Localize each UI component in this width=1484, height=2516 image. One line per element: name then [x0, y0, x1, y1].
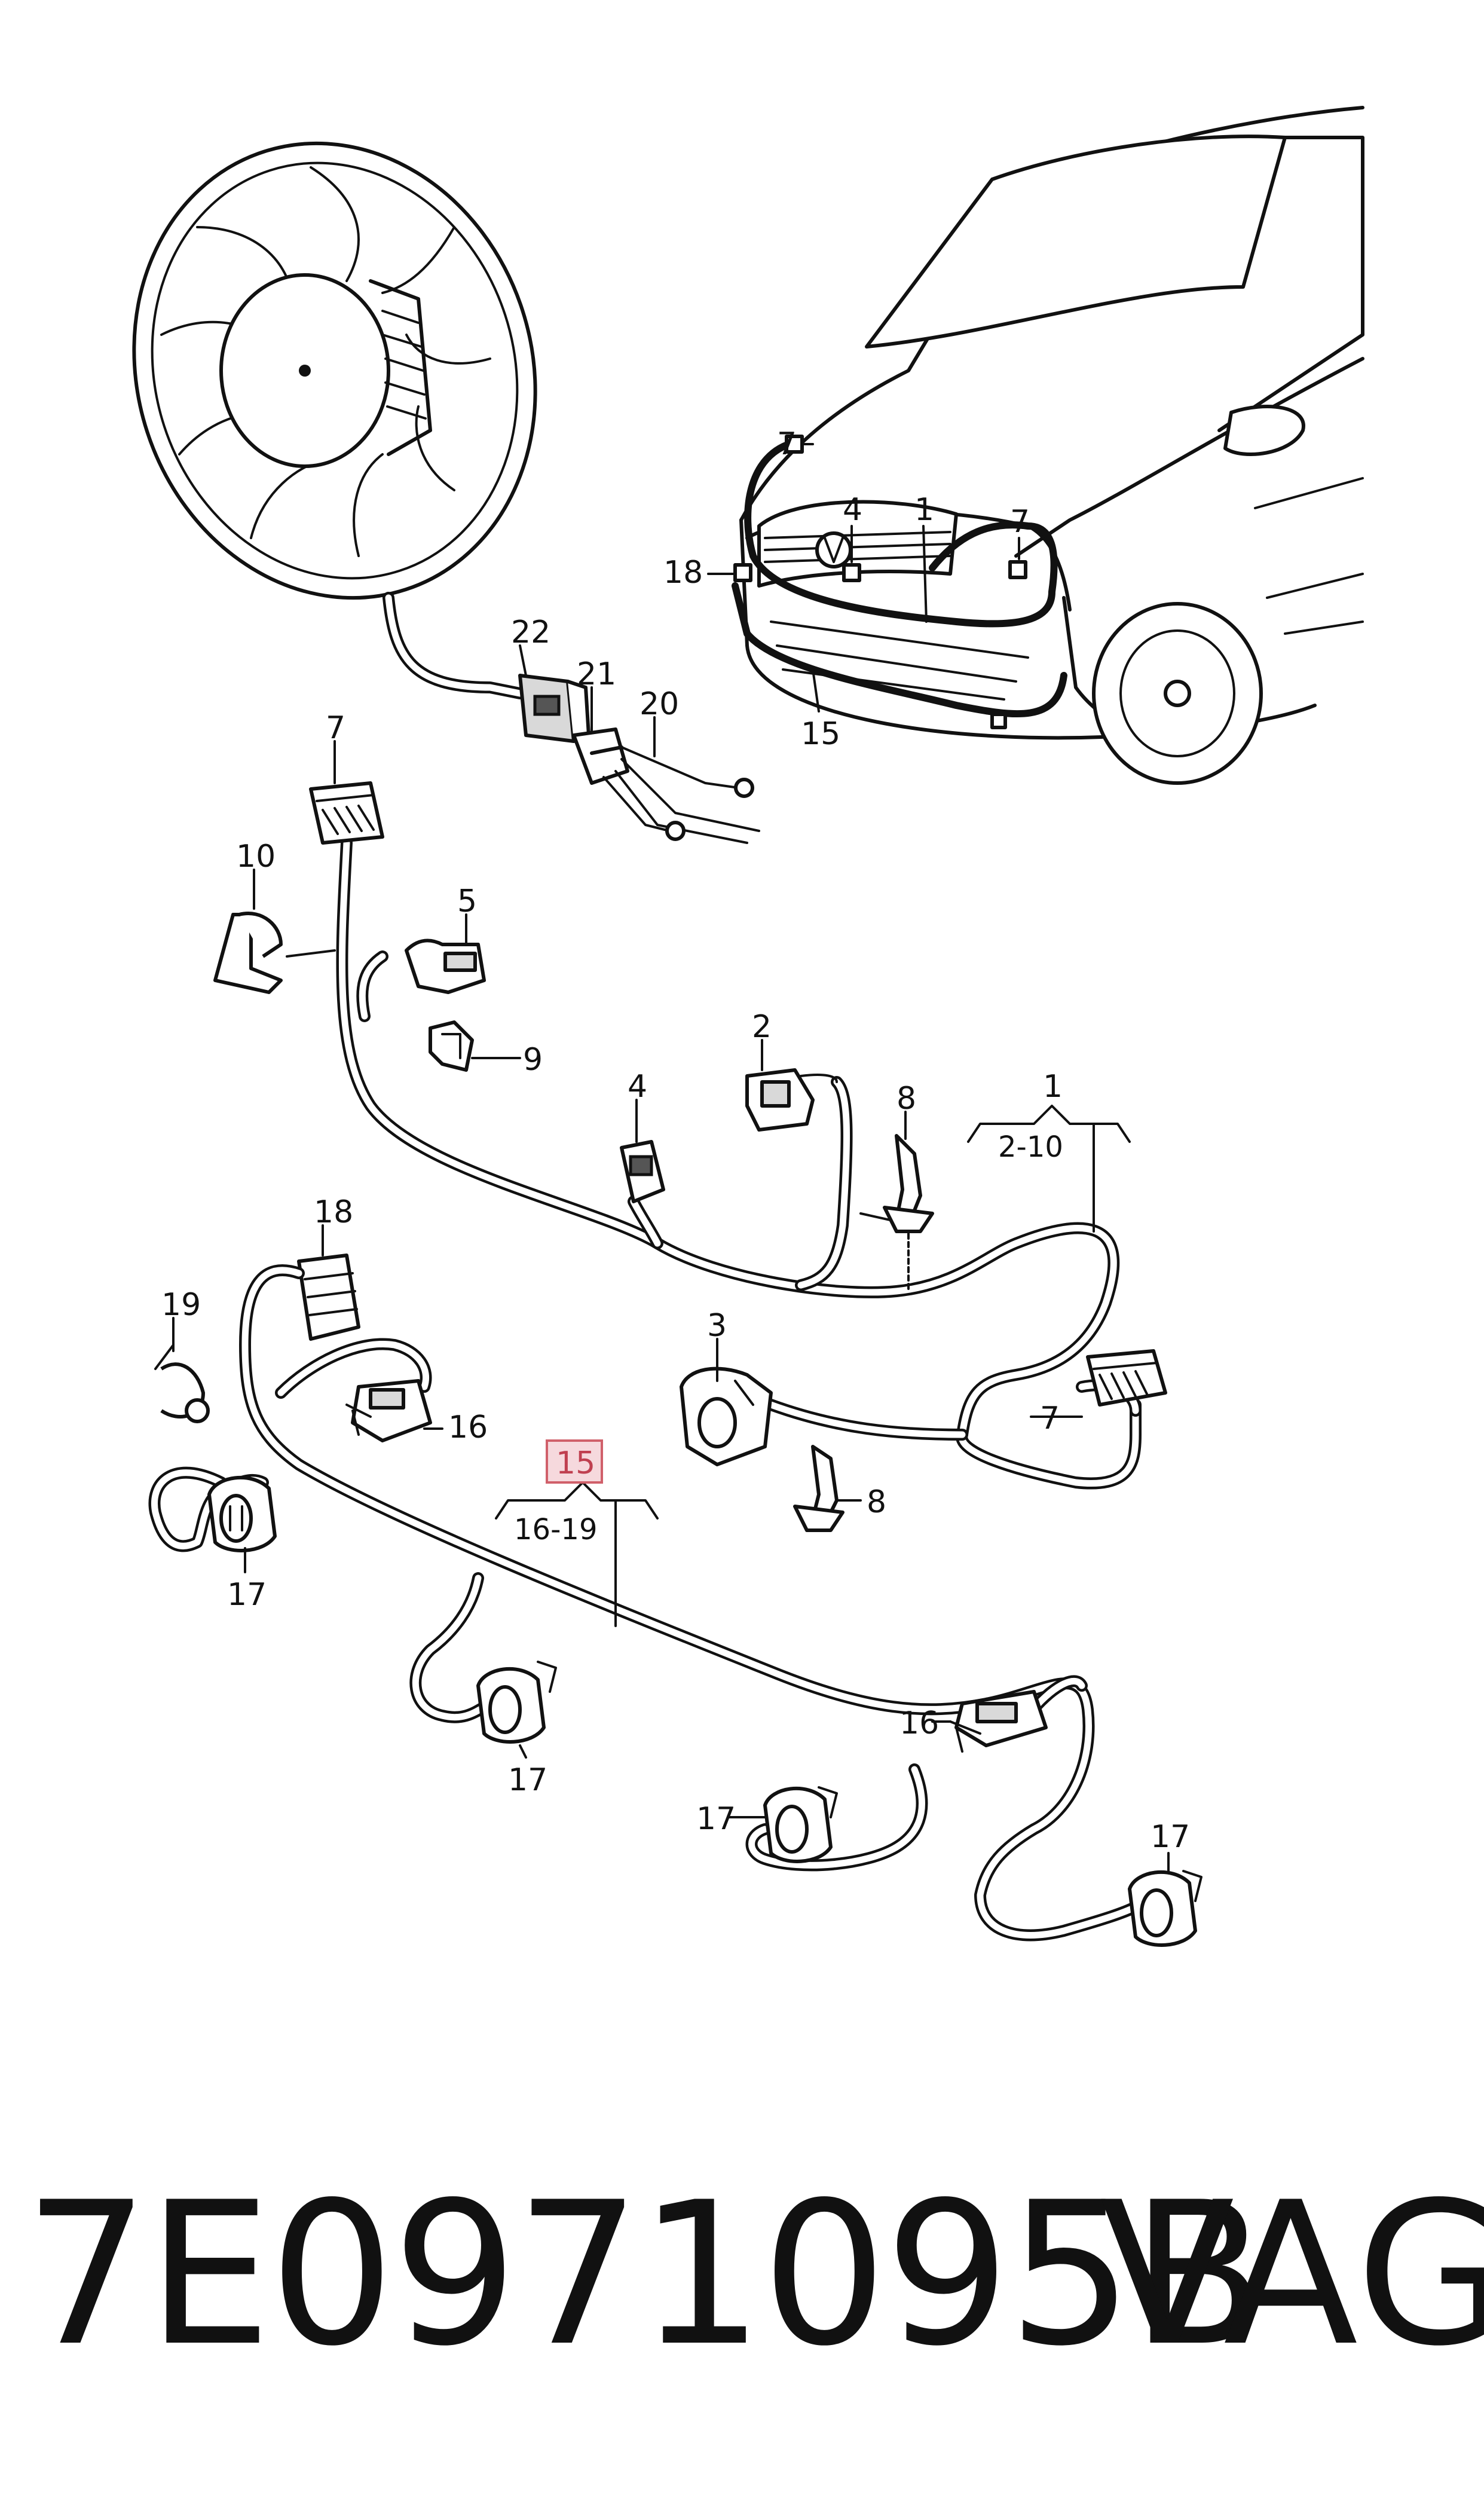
- vehicle-label-7-right: 7: [1010, 504, 1030, 540]
- connector-7-top: [309, 781, 384, 845]
- label-21: 21: [577, 656, 616, 692]
- vehicle-label-7-left: 7: [777, 426, 797, 462]
- label-10: 10: [236, 839, 276, 875]
- label-17-mid-left: 17: [508, 1762, 547, 1798]
- label-18: 18: [314, 1194, 353, 1230]
- label-7-top: 7: [326, 710, 345, 746]
- brand-name: VAG: [1100, 2160, 1484, 2389]
- cable-set-20: [602, 746, 760, 844]
- clip-8-upper: [883, 1134, 934, 1233]
- vehicle-leader-lines: [707, 443, 1020, 713]
- label-1-range: 2-10: [998, 1130, 1063, 1164]
- connector-3: [680, 1366, 773, 1466]
- label-4: 4: [628, 1069, 647, 1105]
- callout-labels: 7 4 1 7 18 15 22 21 20 7 10 5 9 4 2 8 1 …: [161, 426, 1190, 1855]
- wiring-harness-diagram: 7 4 1 7 18 15 22 21 20 7 10 5 9 4 2 8 1 …: [132, 106, 1364, 1947]
- highlight-box-15: [546, 1439, 603, 1484]
- label-8-lower: 8: [867, 1484, 886, 1520]
- clip-8-lower: [793, 1445, 844, 1532]
- label-22: 22: [511, 615, 550, 650]
- label-17-left: 17: [227, 1577, 267, 1613]
- connector-16-upper: [345, 1379, 432, 1442]
- connector-2: [745, 1068, 838, 1132]
- label-2: 2: [752, 1009, 772, 1045]
- vehicle-label-15: 15: [801, 716, 840, 752]
- connector-18: [297, 1254, 360, 1341]
- label-20: 20: [640, 686, 679, 722]
- connector-4: [620, 1140, 665, 1203]
- label-15-range: 16-19: [514, 1513, 597, 1546]
- radiator-fan: [132, 141, 537, 699]
- connector-7-right: [1086, 1349, 1167, 1407]
- label-15: 15: [556, 1445, 595, 1481]
- vehicle-label-18: 18: [663, 555, 703, 591]
- label-5: 5: [457, 883, 477, 919]
- label-16-upper: 16: [448, 1410, 488, 1445]
- wiring-harness-1: [286, 837, 1142, 1490]
- connector-5: [405, 938, 486, 994]
- vehicle-label-4: 4: [843, 492, 862, 528]
- sensor-17-mid-left: [476, 1661, 557, 1744]
- label-8-upper: 8: [896, 1081, 916, 1117]
- vehicle-label-1: 1: [914, 492, 934, 528]
- vehicle-outline: [739, 106, 1364, 785]
- clip-9: [429, 1020, 474, 1072]
- label-17-mid-right: 17: [696, 1801, 736, 1837]
- label-1: 1: [1043, 1069, 1063, 1105]
- label-9: 9: [523, 1042, 543, 1078]
- vehicle-harness-path: [732, 435, 1067, 729]
- sensor-17-right: [1128, 1870, 1203, 1947]
- connector-21: [572, 727, 629, 785]
- clip-10: [213, 912, 283, 994]
- wiring-harness-15: [148, 1264, 1142, 1942]
- part-number: 7E0971095B: [24, 2160, 1266, 2389]
- label-19: 19: [161, 1287, 201, 1323]
- connector-16-lower: [949, 1690, 1048, 1753]
- label-16-lower: 16: [899, 1705, 939, 1741]
- sensor-17-left: [207, 1475, 277, 1552]
- label-7-right: 7: [1040, 1401, 1060, 1436]
- clip-19: [154, 1344, 210, 1423]
- label-17-right: 17: [1151, 1819, 1190, 1855]
- sensor-17-mid-right: [763, 1786, 838, 1863]
- label-3: 3: [707, 1308, 727, 1344]
